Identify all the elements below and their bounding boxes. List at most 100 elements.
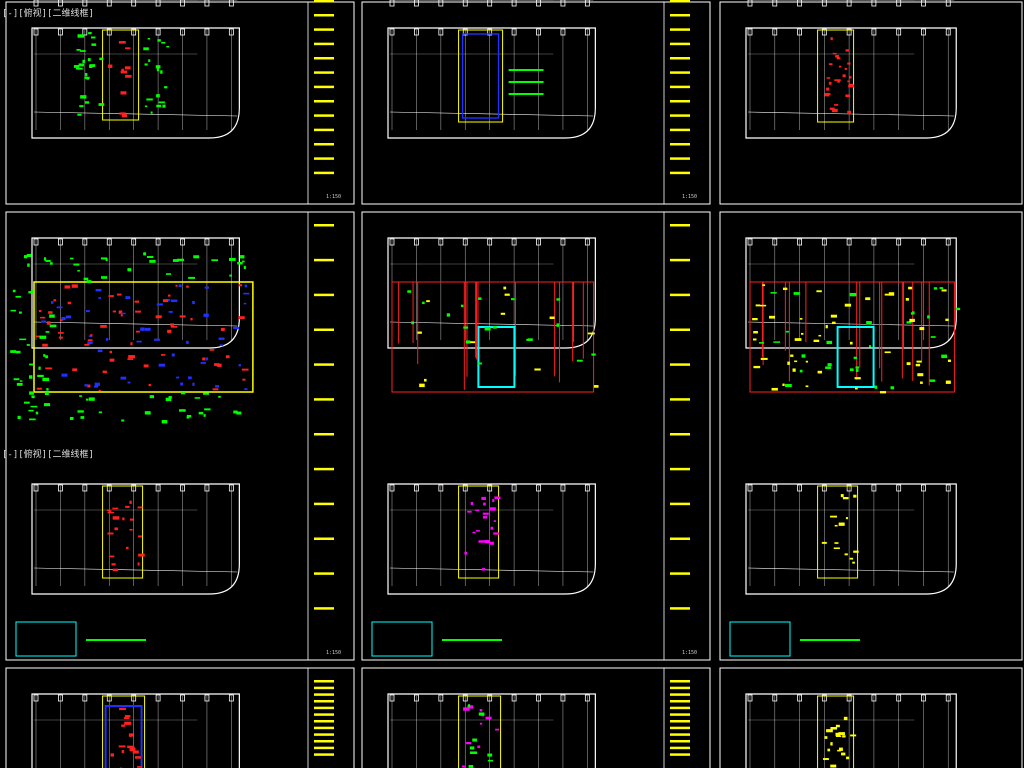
- fixture-marker: [824, 92, 830, 97]
- fixture-marker: [478, 297, 482, 300]
- annotation-tag: [143, 47, 149, 51]
- fixture-marker: [446, 313, 451, 317]
- column-marker: [414, 484, 419, 492]
- column-marker: [58, 694, 63, 702]
- fixture-marker: [67, 301, 72, 305]
- fixture-marker: [238, 284, 243, 287]
- fixture-marker: [762, 284, 765, 287]
- fixture-marker: [930, 336, 936, 338]
- annotation-tag: [237, 261, 243, 265]
- corridor-line: [747, 111, 955, 117]
- fixture-marker: [140, 327, 145, 331]
- column-marker: [797, 694, 802, 702]
- fixture-marker: [759, 304, 767, 307]
- annotation-tag: [28, 291, 32, 294]
- fixture-marker: [411, 321, 415, 325]
- fixture-marker: [423, 378, 427, 382]
- annotation-tag: [166, 273, 171, 275]
- title-block-field: [670, 14, 690, 17]
- fixture-marker: [844, 553, 848, 556]
- column-marker: [487, 28, 493, 36]
- fixture-marker: [834, 104, 839, 106]
- annotation-tag: [79, 395, 83, 397]
- fixture-marker: [847, 62, 851, 65]
- drawing-sheet-r3c3[interactable]: [719, 667, 1023, 768]
- annotation-tag: [188, 276, 196, 279]
- column-marker: [584, 0, 590, 7]
- fixture-marker: [593, 385, 599, 388]
- column-marker: [747, 238, 753, 246]
- annotation-tag: [30, 405, 38, 408]
- drawing-sheet-r4c2[interactable]: [390, 0, 690, 7]
- fixture-marker: [826, 729, 833, 733]
- annotation-tag: [38, 366, 41, 370]
- fixture-marker: [917, 373, 924, 377]
- column-marker: [584, 238, 590, 246]
- drawing-sheet-r4c1[interactable]: [34, 0, 334, 7]
- fixture-marker: [834, 542, 839, 544]
- title-block-field: [670, 0, 690, 3]
- title-block-field: [314, 157, 334, 160]
- fixture-marker: [504, 293, 510, 296]
- fixture-marker: [939, 287, 944, 290]
- viewport-control-label[interactable]: [-][俯视][二维线框]: [2, 9, 94, 19]
- fixture-marker: [481, 496, 486, 500]
- drawing-sheet-r1c1[interactable]: 1:150: [5, 1, 355, 205]
- annotation-tag: [149, 395, 155, 399]
- annotation-tag: [157, 39, 161, 42]
- fixture-marker: [915, 363, 921, 367]
- annotation-tag: [88, 32, 92, 35]
- fixture-marker: [51, 301, 54, 304]
- fixture-marker: [769, 315, 775, 319]
- annotation-tag: [31, 395, 35, 399]
- column-marker: [511, 694, 517, 702]
- fixture-marker: [470, 341, 476, 344]
- drawing-sheet-r2c2[interactable]: 1:150: [361, 211, 711, 661]
- fixture-marker: [591, 353, 596, 356]
- drawing-sheet-r1c2[interactable]: 1:150: [361, 1, 711, 205]
- fixture-marker: [874, 385, 878, 389]
- viewport-control-label-secondary[interactable]: [-][俯视][二维线框]: [2, 450, 94, 460]
- fixture-marker: [835, 724, 840, 728]
- drawing-sheet-r4c3[interactable]: [748, 0, 955, 7]
- fixture-marker: [53, 299, 57, 302]
- annotation-tag: [164, 86, 168, 89]
- fixture-marker: [106, 509, 109, 512]
- column-marker: [821, 238, 827, 246]
- fixture-marker: [464, 551, 468, 555]
- fixture-marker: [87, 341, 93, 345]
- fixture-marker: [124, 66, 131, 70]
- fixture-marker: [112, 568, 119, 572]
- drawing-sheet-r3c2[interactable]: 1:150: [361, 667, 711, 768]
- fixture-marker: [87, 339, 93, 342]
- corridor-line: [389, 111, 594, 117]
- fixture-marker: [840, 494, 844, 498]
- fixture-marker: [241, 368, 249, 371]
- fixture-marker: [755, 304, 761, 307]
- column-marker: [797, 28, 802, 36]
- title-block-field: [314, 71, 334, 74]
- title-block-field: [314, 607, 334, 610]
- fixture-marker: [467, 705, 474, 709]
- fixture-marker: [215, 385, 220, 388]
- title-block-field: [670, 42, 690, 46]
- title-block-field: [670, 363, 690, 366]
- column-marker: [560, 238, 566, 246]
- title-block-field: [670, 28, 690, 31]
- fixture-marker: [865, 297, 871, 301]
- column-marker: [871, 694, 877, 702]
- fixture-marker: [489, 507, 496, 511]
- column-marker: [536, 694, 541, 702]
- fixture-marker: [132, 750, 139, 754]
- drawing-sheet-r3c1[interactable]: 1:150: [5, 667, 355, 768]
- column-marker: [846, 484, 852, 492]
- fixture-marker: [845, 94, 851, 98]
- annotation-tag: [79, 50, 86, 52]
- drawing-sheet-r2c3[interactable]: [719, 211, 1023, 661]
- drawing-sheet-r2c1[interactable]: 1:150: [5, 211, 355, 661]
- drawing-sheet-r1c3[interactable]: [719, 1, 1023, 205]
- fixture-marker: [100, 324, 107, 328]
- annotation-tag: [44, 403, 51, 407]
- annotation-tag: [46, 388, 49, 391]
